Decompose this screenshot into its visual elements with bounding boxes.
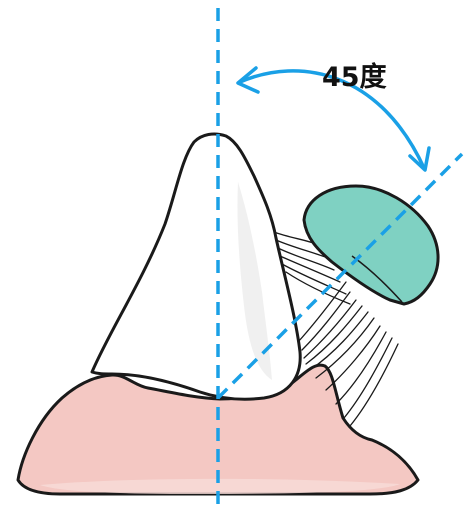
angle-label: 45度 (322, 61, 387, 93)
tooth (92, 134, 300, 399)
